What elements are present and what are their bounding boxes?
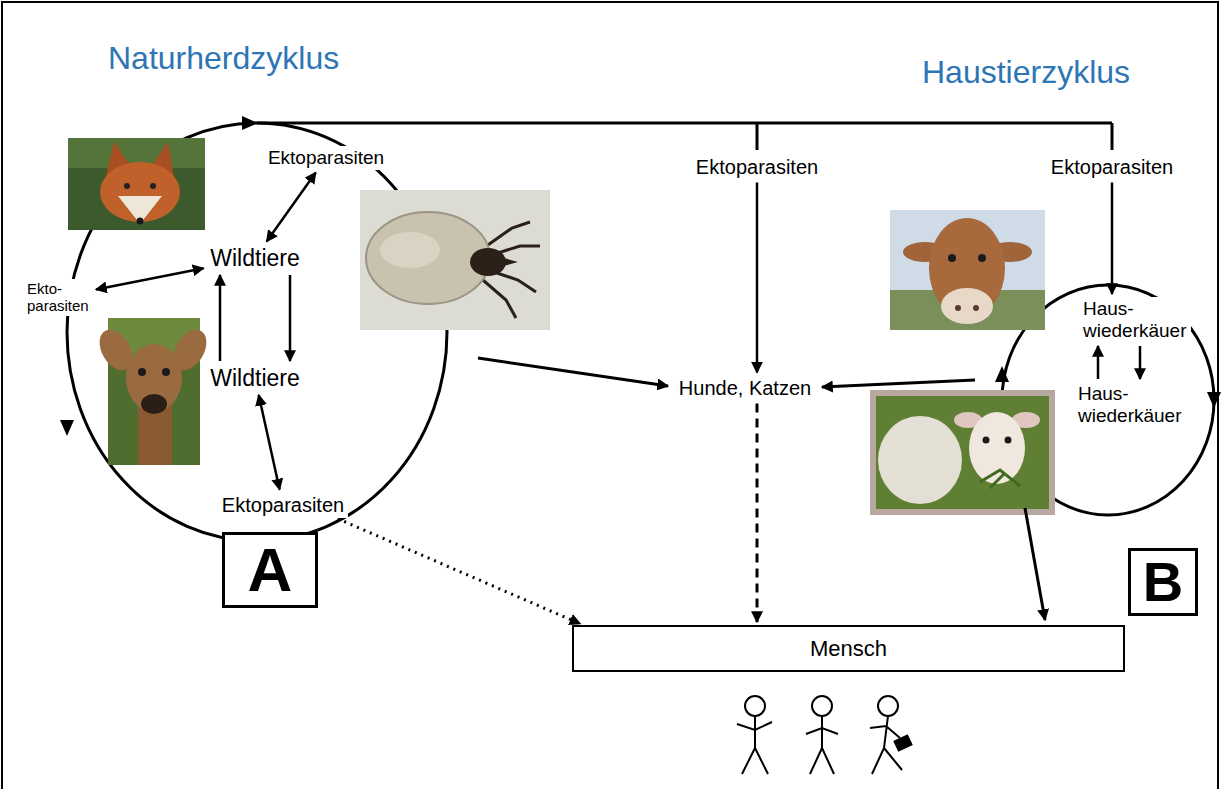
arrow-line (822, 380, 975, 387)
sheep-photo (878, 416, 962, 504)
deer-photo (93, 318, 213, 465)
cycle-circle (60, 420, 74, 436)
host-label: Haus- wiederkäuer (1079, 297, 1191, 343)
person-figure (812, 696, 832, 716)
fox-photo (150, 183, 156, 189)
connector-arrow (1111, 183, 1114, 295)
person-figure (737, 696, 911, 774)
parasite-label: Ektoparasiten (1047, 155, 1177, 180)
cow-photo (941, 288, 993, 324)
cycle-circle (242, 116, 258, 130)
sheep-photo (1005, 437, 1012, 444)
node-text: A (248, 539, 293, 601)
connector-arrow (756, 183, 759, 373)
tick-photo (360, 190, 550, 330)
host-label: Wildtiere (207, 364, 304, 392)
connector-arrow (267, 172, 316, 241)
cow-photo (955, 305, 961, 311)
connector-arrow (756, 404, 759, 623)
node-text: B (1143, 554, 1183, 610)
host-label: Haus- wiederkäuer (1074, 382, 1186, 428)
person-figure (737, 716, 772, 774)
sheep-photo (873, 393, 1052, 512)
tick-photo (504, 258, 518, 266)
fox-photo (68, 138, 205, 230)
cow-photo (948, 254, 956, 262)
deer-photo (162, 368, 170, 376)
node-text: Wildtiere (210, 245, 299, 271)
cow-photo (973, 305, 979, 311)
fox-photo (68, 138, 205, 230)
cow-photo (890, 210, 1045, 330)
fox-photo (118, 196, 162, 224)
host-label: Wildtiere (207, 244, 304, 272)
node-text: Wildtiere (210, 365, 299, 391)
node-text: Ektoparasiten (222, 494, 344, 517)
arrow-line (478, 358, 1045, 620)
fox-photo (137, 218, 144, 225)
human-box: Mensch (572, 625, 1125, 672)
parasite-label: Ektoparasiten (218, 493, 348, 518)
sheep-photo (983, 437, 990, 444)
cycle-circle (1207, 392, 1221, 408)
person-figure (895, 736, 912, 751)
connector-arrow (289, 275, 292, 361)
connector-arrow (1139, 346, 1142, 379)
cow-photo (890, 210, 1045, 330)
cow-photo (978, 254, 986, 262)
arrow-line (478, 358, 668, 386)
deer-photo (141, 394, 167, 414)
fox-photo (124, 183, 130, 189)
cycle-letter-box: A (222, 532, 318, 608)
connector-arrow (96, 268, 204, 289)
sheep-photo (873, 393, 1052, 512)
node-text: Ektoparasiten (1051, 156, 1173, 179)
node-text: Ektoparasiten (268, 147, 384, 169)
host-label: Hunde, Katzen (675, 376, 815, 401)
cycle-heading: Naturherdzyklus (108, 40, 339, 77)
parasite-label: Ektoparasiten (692, 155, 822, 180)
parasite-label: Ekto- parasiten (23, 279, 93, 316)
cycle-heading: Haustierzyklus (922, 54, 1130, 91)
node-text: Haus- wiederkäuer (1083, 298, 1187, 342)
arrow-line (1025, 508, 1045, 620)
connector-arrow (1097, 346, 1100, 379)
person-figure (806, 716, 838, 774)
cycle-circle (67, 123, 447, 541)
parasite-label: Ektoparasiten (264, 146, 388, 170)
connector-arrow (219, 275, 222, 361)
sheep-photo (980, 470, 1020, 488)
connector-arrow (259, 395, 280, 490)
cycle-letter-box: B (1128, 548, 1198, 616)
tick-photo (360, 190, 550, 330)
tick-photo (380, 232, 440, 268)
node-text: Ekto- parasiten (27, 280, 89, 315)
cycle-circle (995, 366, 1009, 382)
deer-photo (138, 368, 146, 376)
node-text: Haus- wiederkäuer (1078, 383, 1182, 427)
node-text: Hunde, Katzen (679, 377, 811, 400)
connector-arrow (338, 519, 581, 624)
tick-photo (470, 248, 506, 276)
node-text: Mensch (810, 638, 887, 660)
person-figure (745, 696, 765, 716)
person-figure (878, 696, 898, 716)
node-text: Ektoparasiten (696, 156, 818, 179)
